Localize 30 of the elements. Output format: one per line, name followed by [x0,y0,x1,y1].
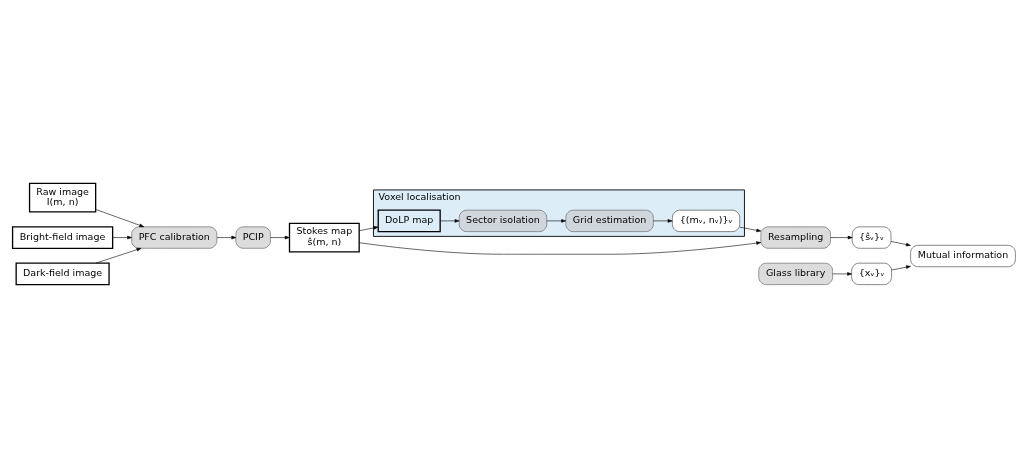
node-box: Bright-field image [11,226,113,249]
arrow [358,226,378,232]
node-box: Stokes map ŝ(m, n) [288,222,360,253]
arrow [112,235,132,240]
arrow [890,241,911,247]
arrow [739,226,761,233]
arrow [890,265,911,271]
node-box: Resampling [760,226,831,249]
arrow [545,219,566,223]
node-box: {(mᵥ, nᵥ)}ᵥ [671,209,740,232]
arrow [358,241,761,255]
node-box: DoLP map [377,209,441,233]
arrow [95,247,141,264]
node-box: Dark-field image [15,262,110,286]
node-box: PFC calibration [130,226,217,249]
node-box: {ŝᵥ}ᵥ [851,226,891,249]
node-box: Grid estimation [565,209,654,232]
arrow [831,272,852,276]
arrow [94,209,144,228]
node-box: Mutual information [909,245,1016,268]
node-box: Sector isolation [458,209,547,232]
node-box: {xᵥ}ᵥ [850,262,892,285]
arrow [652,219,672,223]
arrow [216,235,236,240]
node-box: Glass library [757,262,833,285]
arrow [269,235,290,240]
arrow [439,219,459,223]
node-box: Raw image I(m, n) [28,182,96,213]
node-box: PCIP [235,226,271,249]
arrow [829,235,852,240]
